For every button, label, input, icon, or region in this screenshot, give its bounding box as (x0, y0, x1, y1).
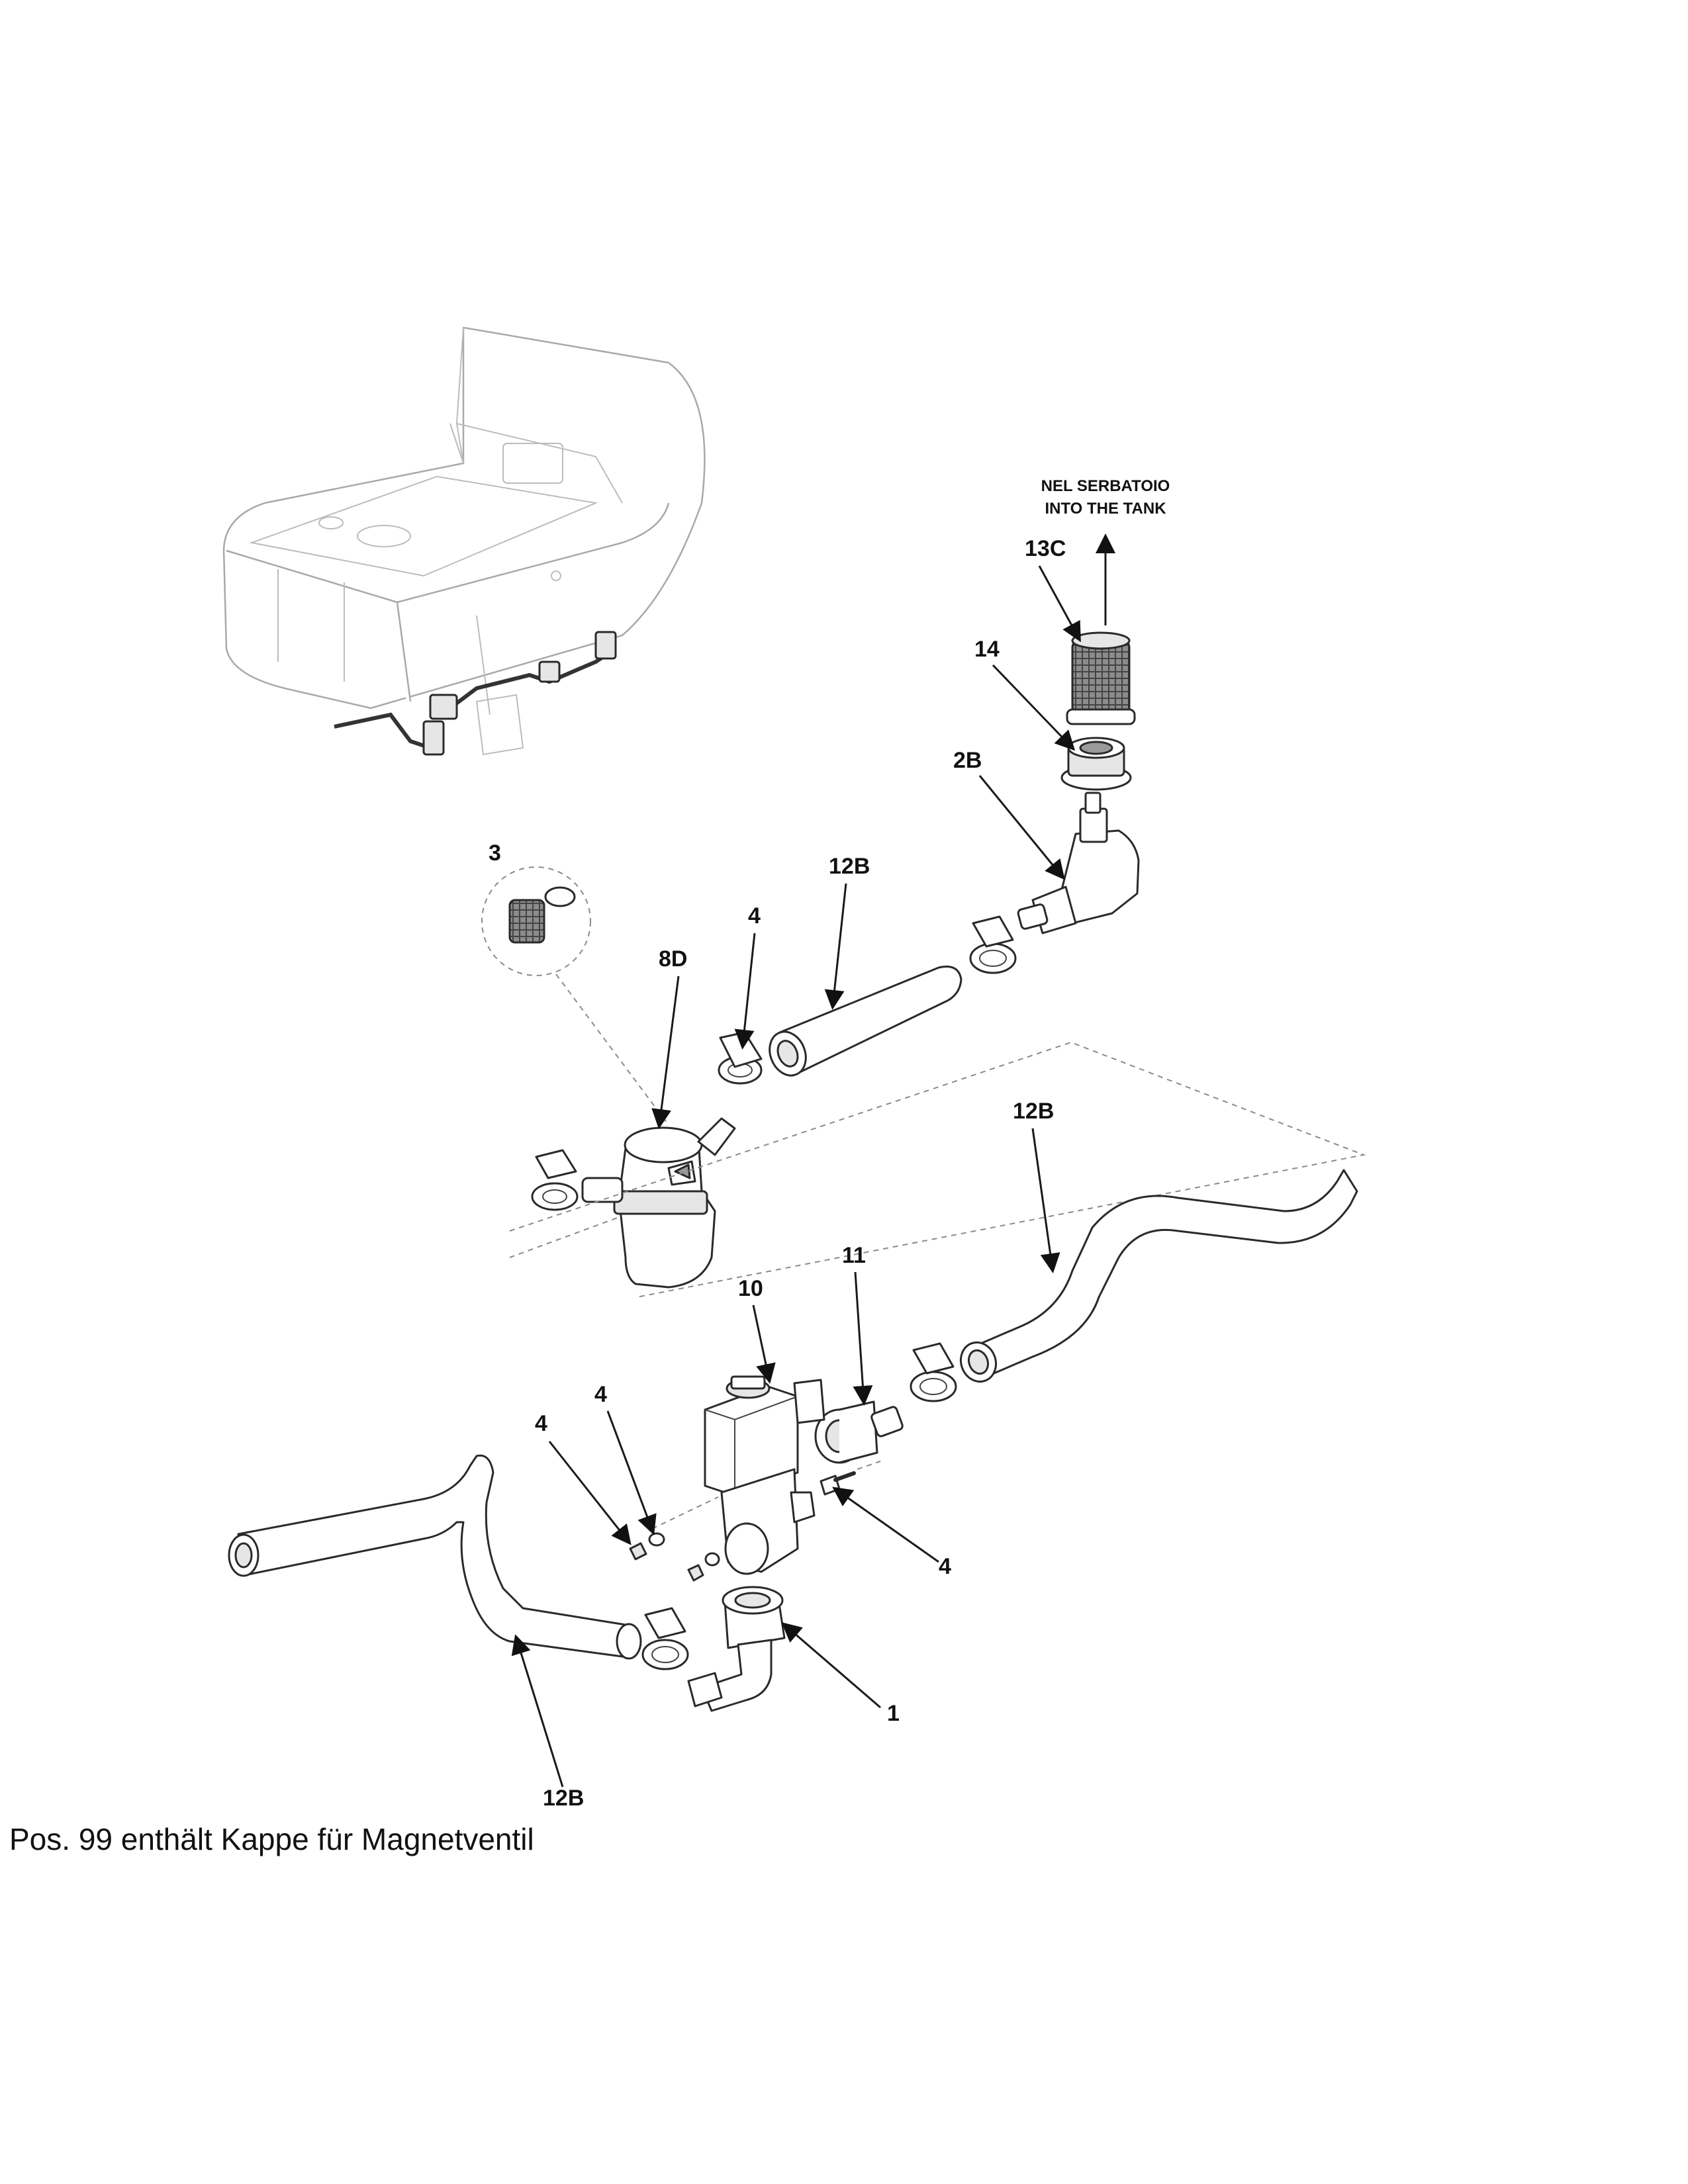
callout-12b-right: 12B (1013, 1099, 1054, 1124)
machine-overview (222, 326, 706, 756)
callout-4-upper: 4 (748, 903, 761, 929)
callout-14: 14 (974, 637, 1000, 662)
callout-13c: 13C (1025, 536, 1066, 561)
part-2b-elbow: 2B (953, 748, 1140, 934)
tank-direction: NEL SERBATOIO INTO THE TANK (1041, 477, 1170, 625)
callout-11: 11 (842, 1243, 866, 1268)
hose-clamp-bottom (641, 1607, 689, 1670)
callout-12b-upper: 12B (829, 854, 870, 879)
hose-clamp-upper-right (969, 915, 1017, 974)
part-11-nut-fitting: 11 (814, 1243, 904, 1464)
hose-clamp-left (531, 1149, 579, 1211)
tank-note-line1: NEL SERBATOIO (1041, 477, 1170, 495)
callout-12b-bottom: 12B (543, 1786, 584, 1811)
tank-note-line2: INTO THE TANK (1045, 500, 1166, 518)
hose-clamp-right (910, 1342, 957, 1402)
callout-4-left-b: 4 (594, 1382, 607, 1407)
callout-10: 10 (738, 1276, 763, 1301)
part-13c-strainer: 13C (1025, 536, 1136, 725)
part-8d-filter-housing: 8D (581, 946, 736, 1289)
callout-1: 1 (887, 1701, 900, 1726)
callout-2b: 2B (953, 748, 982, 773)
part-14-bushing: 14 (974, 637, 1132, 791)
part-3-filter-element: 3 (481, 841, 669, 1258)
callout-4-right: 4 (939, 1554, 951, 1579)
callout-4-left-a: 4 (535, 1411, 547, 1436)
part-12b-upper-hose: 12B (769, 854, 962, 1077)
footnote: Pos. 99 enthält Kappe für Magnetventil (9, 1822, 534, 1856)
part-12b-bottom-hose: 12B (228, 1454, 642, 1811)
part-4-screw-and-washers: 4 4 4 (535, 1382, 951, 1582)
part-4-clamp-upper: 4 (718, 903, 763, 1085)
part-1-elbow-nut: 1 (687, 1586, 900, 1726)
callout-8d: 8D (659, 946, 687, 972)
part-12b-right-hose: 12B (960, 1099, 1358, 1383)
assembly-outline (509, 1041, 1366, 1298)
callout-3: 3 (489, 841, 501, 866)
part-10-solenoid-valve: 10 (704, 1276, 825, 1575)
